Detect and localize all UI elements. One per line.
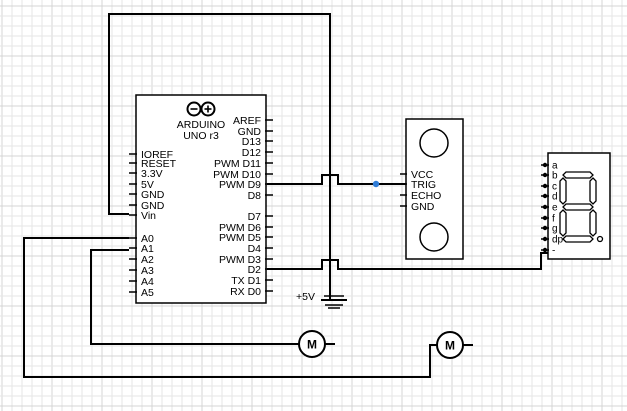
display-pin-dp: dp (552, 235, 564, 246)
wires (23, 13, 549, 378)
arduino-logo-icon (186, 101, 216, 117)
display-pin-d: d (552, 192, 558, 203)
wire-d2-display[interactable] (267, 252, 549, 270)
display-pin-c-dot (542, 183, 548, 189)
arduino-pin-a0: A0 (141, 233, 154, 245)
motor-2-label: M (445, 339, 455, 353)
arduino-pin-pwm-d6: PWM D6 (219, 222, 261, 234)
display-pin-a: a (552, 161, 558, 172)
arduino-pin-vin: Vin (141, 210, 156, 222)
arduino-pin-5v: 5V (141, 179, 154, 191)
wire-vin[interactable] (108, 13, 331, 301)
sensor-pin-gnd: GND (411, 201, 435, 213)
power-label: +5V (296, 291, 315, 303)
arduino-pin-d7: D7 (248, 211, 262, 223)
display-pin-a-dot (542, 162, 548, 168)
arduino-pin-ioref: IOREF (141, 149, 173, 161)
arduino-pin-pwm-d3: PWM D3 (219, 254, 261, 266)
sensor-pin-trig: TRIG (411, 179, 436, 191)
arduino-uno[interactable]: ARDUINO UNO r3 IOREFRESET3.3V5VGNDGNDVin… (129, 94, 273, 304)
display-pin-common: - (552, 246, 555, 257)
wire-a0-motor2[interactable] (23, 237, 437, 378)
display-pin-f: f (552, 214, 555, 225)
arduino-pin-a1: A1 (141, 243, 154, 255)
motor-1[interactable]: M (298, 330, 326, 358)
arduino-pin-a3: A3 (141, 265, 154, 277)
motor-2[interactable]: M (436, 331, 464, 359)
arduino-pin-pwm-d9: PWM D9 (219, 179, 261, 191)
arduino-pin-gnd: GND (141, 189, 165, 201)
display-pin-f-dot (542, 215, 548, 221)
wire-junction-dot[interactable] (372, 180, 380, 188)
arduino-pin-pwm-d11: PWM D11 (214, 158, 261, 170)
sensor-pin-echo: ECHO (411, 190, 441, 202)
display-pin-d-dot (542, 193, 548, 199)
arduino-pin-pwm-d5: PWM D5 (219, 232, 261, 244)
arduino-pin-d8: D8 (248, 190, 262, 202)
wire-a1-motor1[interactable] (90, 249, 299, 345)
sensor-transducer-top-icon (419, 128, 449, 158)
display-pin-common-dot (542, 247, 548, 253)
arduino-brand-label: ARDUINO (177, 119, 225, 131)
power-supply-symbol: +5V (296, 291, 347, 309)
display-pin-b: b (552, 171, 558, 182)
arduino-pin-tx-d1: TX D1 (231, 275, 261, 287)
arduino-pin-gnd: GND (238, 126, 262, 138)
arduino-pin-a2: A2 (141, 254, 154, 266)
arduino-pin-a5: A5 (141, 287, 154, 299)
display-pin-e: e (552, 203, 558, 214)
sensor-transducer-bottom-icon (419, 222, 449, 252)
arduino-pin-d2: D2 (248, 264, 262, 276)
arduino-pin-a4: A4 (141, 276, 154, 288)
arduino-pin-gnd: GND (141, 200, 165, 212)
arduino-pin-pwm-d10: PWM D10 (213, 169, 261, 181)
arduino-pin-rx-d0: RX D0 (230, 286, 261, 298)
display-pin-b-dot (542, 172, 548, 178)
arduino-pin-d12: D12 (242, 147, 261, 159)
display-pin-g: g (552, 224, 558, 235)
display-pin-g-dot (542, 225, 548, 231)
display-pin-dp-dot (542, 236, 548, 242)
display-pin-c: c (552, 182, 557, 193)
segment-digit-icon (559, 171, 604, 243)
wire-d9-trig[interactable] (267, 174, 411, 185)
arduino-pin-aref: AREF (233, 115, 261, 127)
arduino-pin-reset: RESET (141, 158, 177, 170)
display-pin-e-dot (542, 204, 548, 210)
motor-1-label: M (307, 338, 317, 352)
sensor-pin-vcc: VCC (411, 169, 434, 181)
arduino-model-label: UNO r3 (183, 130, 219, 142)
arduino-pin-d4: D4 (248, 243, 262, 255)
arduino-pin-d13: D13 (242, 136, 261, 148)
arduino-pin-3-3v: 3.3V (141, 168, 163, 180)
